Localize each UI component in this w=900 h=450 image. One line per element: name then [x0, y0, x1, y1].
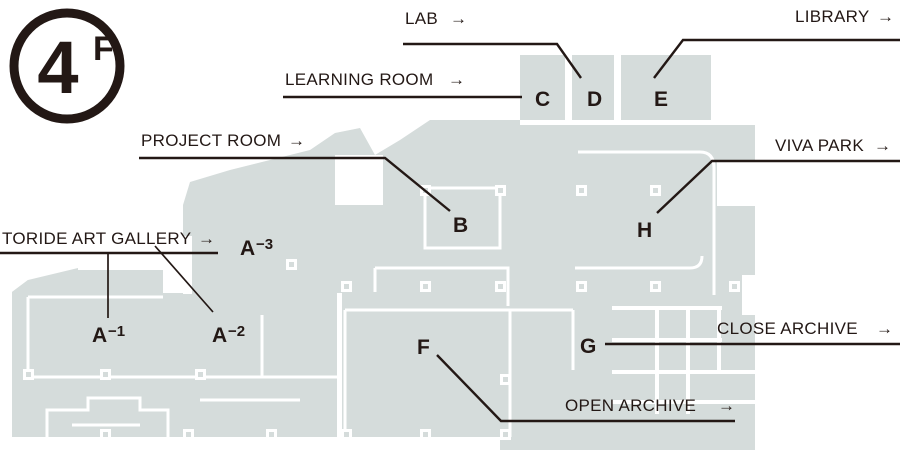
room-label-h: H: [637, 219, 652, 242]
room-b-outline: [423, 186, 502, 250]
callout-labels: LAB → LIBRARY → LEARNING ROOM → PROJECT …: [2, 7, 894, 415]
floor-plan-geometry: [12, 55, 758, 450]
callout-open-archive[interactable]: OPEN ARCHIVE →: [565, 396, 735, 415]
leader-open-archive: [436, 354, 735, 423]
callout-toride-gallery[interactable]: TORIDE ART GALLERY →: [2, 229, 215, 248]
carve-right-step-top: [717, 160, 757, 206]
room-label-d: D: [587, 88, 602, 111]
callout-toride-gallery-label: TORIDE ART GALLERY: [2, 229, 191, 248]
callout-learning-room-arrow: →: [448, 70, 465, 89]
h-corridor-outline: [578, 150, 716, 295]
room-label-e: E: [654, 88, 668, 111]
room-label-a2-sub: −2: [228, 323, 245, 340]
room-a3-slab: [192, 206, 337, 291]
room-label-a3: A −3: [240, 236, 273, 260]
callout-library[interactable]: LIBRARY →: [795, 7, 894, 26]
carve-project-pocket: [335, 155, 383, 205]
carve-right-step-mid: [742, 275, 758, 315]
callout-lab-label: LAB: [405, 9, 438, 28]
callout-library-label: LIBRARY: [795, 7, 870, 26]
top-corridor-line: [520, 120, 755, 125]
callout-learning-room-label: LEARNING ROOM: [285, 70, 433, 89]
callout-project-room-label: PROJECT ROOM: [141, 131, 281, 150]
leader-lab: [403, 42, 582, 79]
room-label-g: G: [580, 335, 596, 358]
callout-lab-arrow: →: [450, 9, 467, 28]
room-block-d: [572, 55, 614, 120]
floor-badge-circle: [9, 8, 125, 124]
callout-viva-park-arrow: →: [874, 136, 891, 155]
room-label-a2-code: A: [212, 324, 227, 347]
room-label-a1-sub: −1: [108, 323, 125, 340]
room-block-e: [621, 55, 711, 120]
carve-a3-left: [183, 236, 192, 294]
leader-toride-a2: [154, 245, 214, 313]
room-label-b: B: [453, 214, 468, 237]
floor-badge-number: 4: [37, 26, 78, 109]
room-b-corridor: [375, 266, 510, 306]
callout-viva-park-label: VIVA PARK: [775, 136, 864, 155]
leader-viva-park: [656, 159, 900, 214]
callout-open-archive-arrow: →: [718, 396, 735, 415]
callout-learning-room[interactable]: LEARNING ROOM →: [285, 70, 465, 89]
callout-lab[interactable]: LAB →: [405, 9, 467, 28]
room-label-a2: A −2: [212, 323, 245, 347]
callout-close-archive-arrow: →: [876, 319, 893, 338]
room-label-a1: A −1: [92, 323, 125, 347]
room-label-a3-sub: −3: [256, 236, 273, 253]
room-label-c: C: [535, 88, 550, 111]
room-label-f: F: [417, 336, 430, 359]
leader-library: [653, 38, 900, 79]
floor-badge-suffix: F: [93, 30, 114, 68]
left-floor-slab: [12, 270, 340, 437]
callout-viva-park[interactable]: VIVA PARK →: [775, 136, 891, 155]
callout-project-room-arrow: →: [288, 131, 305, 150]
callout-close-archive[interactable]: CLOSE ARCHIVE →: [717, 319, 893, 338]
callout-open-archive-label: OPEN ARCHIVE: [565, 396, 696, 415]
room-code-labels: A −1 A −2 A −3 B C D E F G H: [92, 88, 668, 359]
close-archive-shelving: [612, 306, 757, 414]
room-label-a1-code: A: [92, 324, 107, 347]
callout-library-arrow: →: [877, 7, 894, 26]
leader-lines: [0, 38, 900, 423]
h-corridor-inner: [575, 255, 704, 270]
room-block-c: [520, 55, 565, 120]
room-label-a3-code: A: [240, 237, 255, 260]
callout-close-archive-label: CLOSE ARCHIVE: [717, 319, 858, 338]
callout-project-room[interactable]: PROJECT ROOM →: [141, 131, 305, 150]
leader-project-room: [139, 156, 451, 212]
stair-outline-left: [45, 396, 170, 437]
callout-toride-gallery-arrow: →: [198, 229, 215, 248]
floor-badge: 4 F: [9, 8, 125, 124]
slab-gap-left: [337, 293, 342, 437]
